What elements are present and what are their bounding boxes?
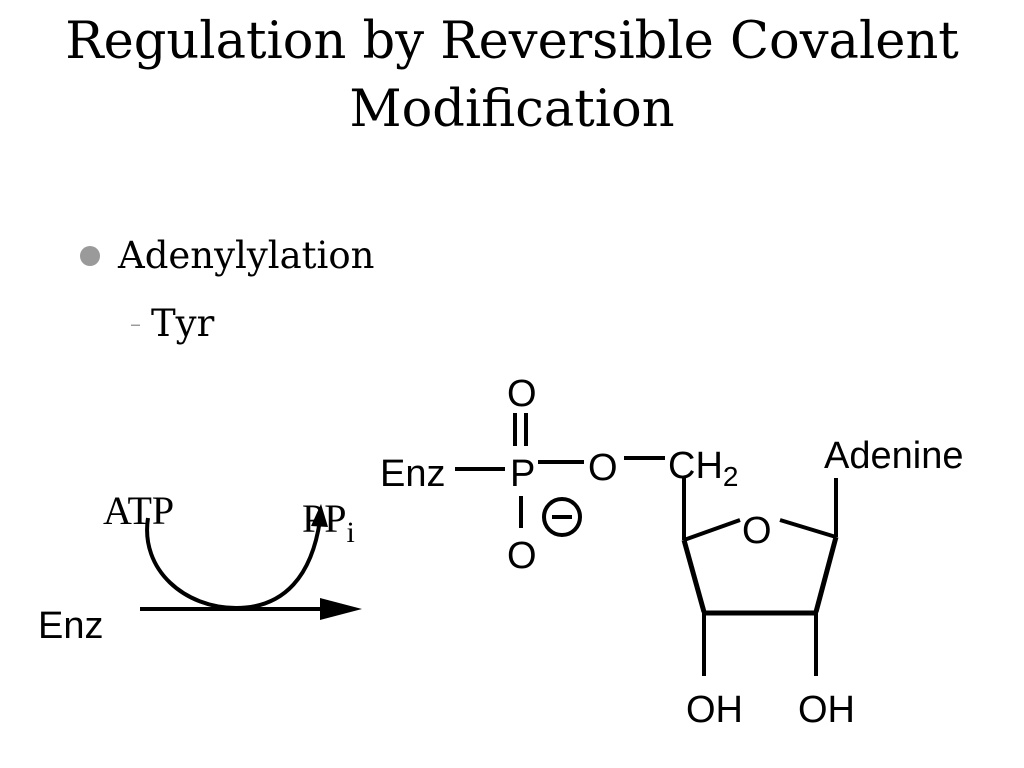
enz-reactant-label: Enz: [38, 605, 103, 647]
dash-icon: –: [130, 311, 141, 337]
slide-title: Regulation by Reversible Covalent Modifi…: [0, 8, 1024, 144]
bullet-dot-icon: [80, 245, 100, 266]
bond-c4-ring-o: [683, 518, 741, 542]
ppi-label: PPi: [302, 496, 355, 549]
ch2-label: CH2: [668, 445, 738, 492]
bond-c1-c2: [813, 536, 839, 613]
bullet-adenylylation: Adenylylation: [80, 232, 374, 280]
oxygen-top-label: O: [507, 373, 537, 415]
ring-oxygen-label: O: [742, 510, 772, 552]
subbullet-tyr: –Tyr: [130, 300, 214, 351]
main-arrowhead-icon: [320, 598, 362, 620]
bond-ring-o-c1: [779, 518, 837, 539]
negative-charge-icon: [542, 497, 582, 537]
title-line-2: Modification: [349, 80, 675, 139]
bond-c4-c3: [681, 539, 707, 613]
curve-arrowhead-icon: [311, 504, 328, 527]
bullet-text: Adenylylation: [118, 234, 375, 277]
hydroxyl-right-label: OH: [798, 689, 855, 731]
ppi-subscript: i: [347, 516, 355, 549]
enz-label: Enz: [380, 453, 445, 495]
oxygen-bottom-label: O: [507, 535, 537, 577]
adenine-label: Adenine: [824, 435, 963, 477]
oxygen-bridge-label: O: [588, 447, 618, 489]
phosphorus-label: P: [510, 453, 535, 495]
atp-label: ATP: [103, 488, 174, 533]
ch2-subscript: 2: [723, 461, 739, 492]
hydroxyl-left-label: OH: [686, 689, 743, 731]
ch2-main: CH: [668, 445, 723, 487]
title-line-1: Regulation by Reversible Covalent: [65, 12, 959, 71]
subbullet-text: Tyr: [151, 302, 215, 345]
